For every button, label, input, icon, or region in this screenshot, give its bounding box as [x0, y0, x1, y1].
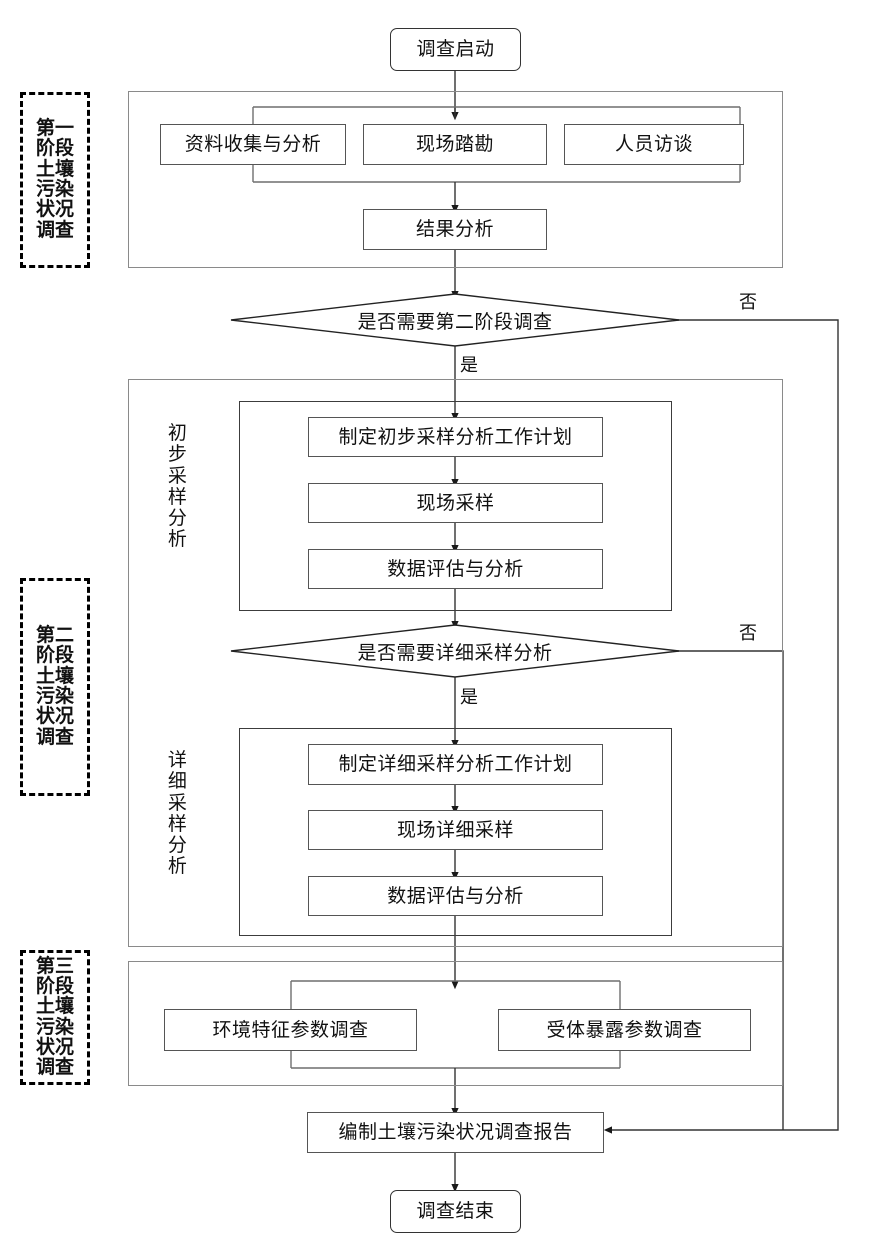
- stage2-b-step-plan[interactable]: 制定详细采样分析工作计划: [308, 744, 603, 785]
- end-terminal[interactable]: 调查结束: [390, 1190, 521, 1233]
- decision-need-detailed-sampling[interactable]: 是否需要详细采样分析: [230, 624, 680, 678]
- decision-need-detailed-sampling-label: 是否需要详细采样分析: [357, 642, 553, 664]
- stage2-b-step-plan-label: 制定详细采样分析工作计划: [338, 754, 573, 775]
- decision2-no-label: 否: [739, 623, 757, 643]
- stage1-step-site-survey[interactable]: 现场踏勘: [363, 124, 547, 165]
- stage2-a-step-plan[interactable]: 制定初步采样分析工作计划: [308, 417, 603, 457]
- decision-need-stage2-label: 是否需要第二阶段调查: [357, 311, 553, 333]
- report-node-label: 编制土壤污染状况调查报告: [338, 1122, 573, 1143]
- stage-tag-2: 第二阶段土壤污染状况调查: [20, 578, 90, 796]
- decision1-yes-label: 是: [460, 355, 478, 375]
- stage2-group-b-frame: [239, 728, 672, 936]
- end-terminal-label: 调查结束: [416, 1201, 495, 1222]
- decision-need-stage2[interactable]: 是否需要第二阶段调查: [230, 293, 680, 347]
- decision1-no-label: 否: [739, 292, 757, 312]
- stage2-b-step-evaluation-label: 数据评估与分析: [387, 885, 524, 907]
- stage1-step-interview-label: 人员访谈: [614, 134, 693, 155]
- stage2-a-step-sampling-label: 现场采样: [416, 492, 495, 514]
- stage1-step-data-collection[interactable]: 资料收集与分析: [160, 124, 346, 165]
- start-terminal[interactable]: 调查启动: [390, 28, 521, 71]
- stage2-a-step-evaluation-label: 数据评估与分析: [387, 558, 524, 580]
- report-node[interactable]: 编制土壤污染状况调查报告: [307, 1112, 604, 1153]
- stage1-step-site-survey-label: 现场踏勘: [415, 134, 494, 155]
- stage3-step-environment-params[interactable]: 环境特征参数调查: [164, 1009, 417, 1051]
- stage-tag-1-label: 第一阶段土壤污染状况调查: [35, 118, 74, 241]
- decision2-yes-label: 是: [460, 687, 478, 707]
- decision-need-stage2-shape: [230, 293, 680, 347]
- stage-tag-3: 第三阶段土壤污染状况调查: [20, 950, 90, 1085]
- stage2-b-step-sampling-label: 现场详细采样: [396, 819, 514, 841]
- stage2-group-b-label: 详细采样分析: [167, 750, 187, 878]
- start-terminal-label: 调查启动: [416, 39, 495, 60]
- stage2-frame: [128, 379, 783, 947]
- stage1-frame: [128, 91, 783, 268]
- stage3-frame: [128, 961, 783, 1086]
- decision-need-detailed-sampling-shape: [230, 624, 680, 678]
- stage1-step-interview[interactable]: 人员访谈: [564, 124, 744, 165]
- stage2-b-step-sampling[interactable]: 现场详细采样: [308, 810, 603, 850]
- stage-tag-1: 第一阶段土壤污染状况调查: [20, 92, 90, 268]
- stage3-step-environment-params-label: 环境特征参数调查: [212, 1019, 369, 1041]
- stage3-step-receptor-params[interactable]: 受体暴露参数调查: [498, 1009, 751, 1051]
- stage2-b-step-evaluation[interactable]: 数据评估与分析: [308, 876, 603, 916]
- stage2-group-a-label: 初步采样分析: [167, 423, 187, 551]
- stage1-step-result-analysis[interactable]: 结果分析: [363, 209, 547, 250]
- stage3-step-receptor-params-label: 受体暴露参数调查: [546, 1019, 703, 1041]
- stage2-a-step-sampling[interactable]: 现场采样: [308, 483, 603, 523]
- stage2-a-step-plan-label: 制定初步采样分析工作计划: [338, 426, 573, 448]
- stage1-step-result-analysis-label: 结果分析: [415, 219, 494, 240]
- stage-tag-3-label: 第三阶段土壤污染状况调查: [35, 955, 74, 1079]
- stage2-group-a-frame: [239, 401, 672, 611]
- stage-tag-2-label: 第二阶段土壤污染状况调查: [35, 625, 74, 748]
- stage1-step-data-collection-label: 资料收集与分析: [184, 134, 322, 155]
- stage2-a-step-evaluation[interactable]: 数据评估与分析: [308, 549, 603, 589]
